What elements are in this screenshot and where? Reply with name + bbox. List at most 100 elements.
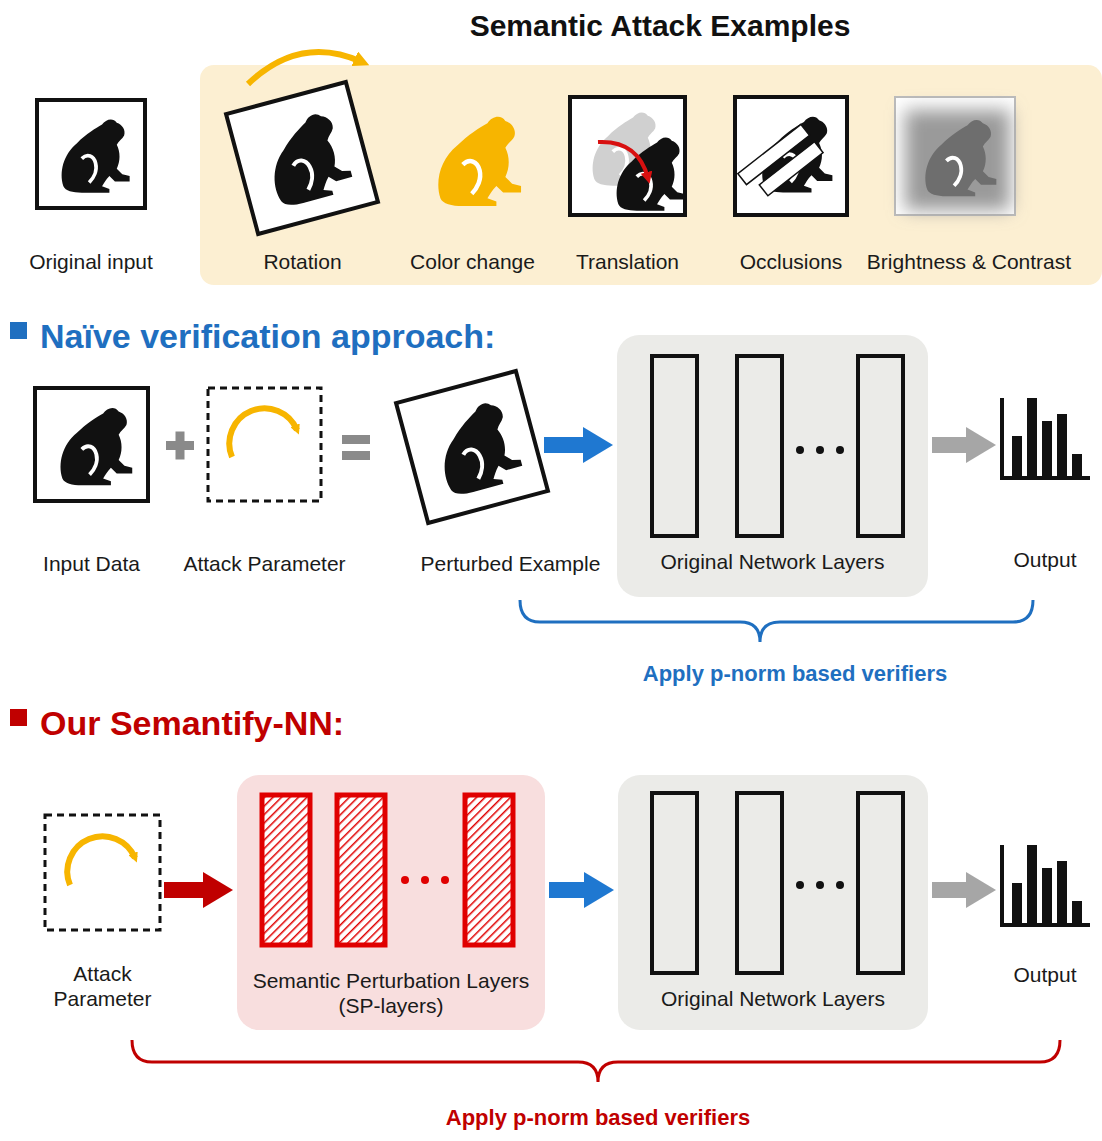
network-panel	[737, 793, 782, 973]
image-frame: Translation	[570, 97, 685, 215]
attack-parameter-icon	[208, 388, 321, 501]
node-label: Rotation	[223, 249, 383, 274]
rotated-frog	[226, 82, 378, 234]
image-frame: Color change	[415, 100, 530, 215]
examples-band	[200, 65, 1102, 285]
dim-frog	[895, 97, 1015, 215]
dim-frog	[905, 110, 1010, 210]
parameter-box: Attack Parameter	[45, 815, 160, 930]
equals-sign	[342, 451, 370, 460]
image-frame: Brightness & Contrast	[895, 97, 1015, 215]
output-chart: Output	[1000, 398, 1090, 480]
network-panel	[617, 335, 928, 597]
output-chart: Output	[1000, 845, 1090, 927]
plus-sign	[166, 432, 194, 460]
flow-arrow	[544, 437, 585, 453]
sp-layers-panel	[421, 876, 429, 884]
rotation-arrow	[248, 52, 362, 84]
bar-chart	[1042, 421, 1052, 476]
bullet	[10, 322, 27, 339]
network-panel	[618, 775, 928, 1030]
sp-layers-panel	[262, 795, 310, 945]
section-heading: Naïve verification approach:	[40, 316, 495, 357]
bar-chart	[1002, 398, 1090, 478]
network-panel	[858, 793, 903, 973]
bar-chart	[1057, 861, 1067, 923]
dim-frog	[925, 120, 996, 196]
node-label: Translation	[558, 249, 698, 274]
occluded-frog	[759, 142, 823, 196]
translated-frog	[570, 97, 685, 215]
flow-arrow	[549, 882, 586, 898]
bar-chart	[1002, 845, 1090, 925]
attack-parameter-icon	[208, 388, 321, 501]
bar-chart	[1002, 398, 1090, 478]
attack-parameter-icon	[45, 815, 160, 930]
rotated-frog	[226, 82, 378, 234]
node-label: Semantic Perturbation Layers (SP-layers)	[246, 968, 536, 1018]
node-label: Attack Parameter	[170, 551, 360, 576]
sp-layers-panel	[401, 876, 409, 884]
node-label: Brightness & Contrast	[851, 249, 1087, 274]
yellow-frog	[438, 117, 521, 206]
network-panel	[618, 775, 928, 1030]
network-panel	[796, 446, 804, 454]
network-panel	[737, 356, 782, 536]
network-panel: Original Network Layers	[618, 775, 928, 1030]
sp-layers-panel	[237, 775, 545, 1030]
bar-chart	[1027, 398, 1037, 476]
flow-arrow	[932, 437, 968, 453]
rotated-frog	[260, 109, 356, 209]
node-label: Output	[1000, 962, 1090, 987]
network-panel	[836, 446, 844, 454]
network-panel: Original Network Layers	[617, 335, 928, 597]
input-frog	[35, 388, 148, 501]
bar-chart	[1012, 436, 1022, 476]
bracket	[132, 1040, 1060, 1082]
bracket-label: Apply p-norm based verifiers	[388, 1105, 808, 1131]
original-frog	[37, 100, 145, 208]
input-frog	[35, 388, 148, 501]
bar-chart	[1002, 845, 1090, 925]
bar-chart	[1072, 901, 1082, 923]
network-panel	[816, 446, 824, 454]
original-frog	[62, 119, 130, 192]
bar-chart	[1042, 868, 1052, 923]
equals-sign	[342, 435, 370, 444]
bar-chart	[1027, 845, 1037, 923]
sp-layers-panel: Semantic Perturbation Layers (SP-layers)	[237, 775, 545, 1030]
input-frog	[61, 408, 133, 485]
occluded-frog	[735, 97, 847, 215]
node-label: Original input	[1, 249, 181, 274]
bar-chart	[1072, 454, 1082, 476]
flow-arrow	[164, 882, 205, 898]
bracket-label: Apply p-norm based verifiers	[585, 661, 1005, 687]
sp-layers-panel	[441, 876, 449, 884]
translated-frog	[598, 142, 648, 178]
translated-frog	[570, 97, 685, 215]
dim-frog	[895, 97, 1015, 215]
bracket	[520, 600, 1033, 642]
perturbed-frog	[396, 371, 548, 523]
bullet	[10, 709, 27, 726]
perturbed-frog	[396, 371, 548, 523]
image-frame: Input Data	[35, 388, 148, 501]
node-label: Original Network Layers	[623, 986, 923, 1011]
image-frame: Occlusions	[735, 97, 847, 215]
sp-layers-panel	[465, 795, 513, 945]
occluded-frog	[738, 124, 823, 202]
image-frame: Perturbed Example	[405, 380, 540, 515]
network-panel	[617, 335, 928, 597]
translated-frog	[570, 97, 685, 215]
occluded-frog	[735, 97, 847, 215]
attack-parameter-icon	[45, 815, 160, 930]
equals-sign	[342, 435, 370, 460]
network-panel	[858, 356, 903, 536]
network-panel	[816, 881, 824, 889]
title: Semantic Attack Examples	[360, 8, 960, 44]
perturbed-frog	[430, 398, 526, 498]
bar-chart	[1012, 883, 1022, 923]
node-label: Color change	[388, 249, 558, 274]
plus-sign	[176, 432, 185, 460]
